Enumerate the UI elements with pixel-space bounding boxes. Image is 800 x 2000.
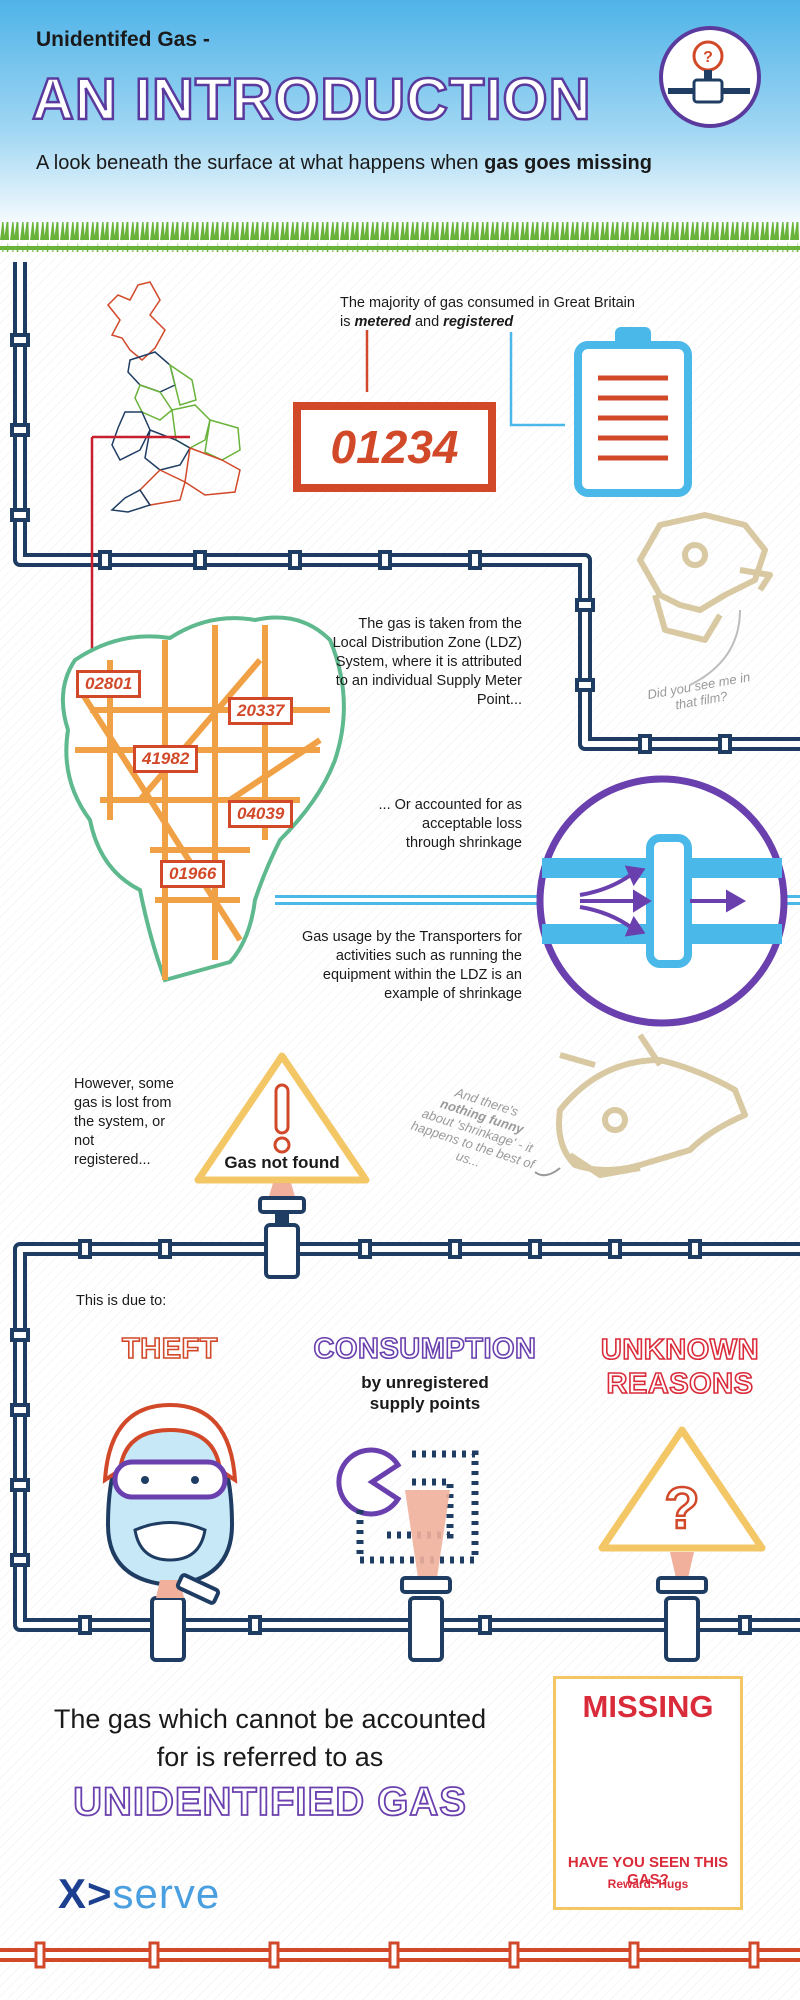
theft-title: THEFT — [121, 1332, 218, 1366]
pacman-icon — [336, 1447, 479, 1594]
svg-text:?: ? — [703, 49, 713, 66]
lost-gas-text: However, some gas is lost from the syste… — [74, 1076, 174, 1168]
gas-meter-question-icon: ? — [659, 26, 761, 128]
meter-reading-display: 01234 — [293, 402, 496, 492]
missing-question: HAVE YOU SEEN THIS GAS? — [567, 1854, 729, 1888]
header-background — [0, 0, 800, 235]
meter-tag: 41982 — [133, 745, 199, 773]
pipe-flow-icon — [536, 775, 788, 1027]
unknown-reasons-title: UNKNOWN REASONS — [600, 1333, 760, 1401]
meter-tag: 01966 — [160, 860, 226, 888]
warning-triangle-icon — [194, 1052, 370, 1214]
unidentified-gas-definition: The gas which cannot be accounted for is… — [53, 1704, 487, 1772]
page-title: AN INTRODUCTION — [31, 66, 592, 134]
bottom-pipe — [0, 1941, 800, 1969]
usage-text: Gas usage by the Transporters for activi… — [301, 929, 522, 1002]
t-rex-skull-icon — [637, 512, 773, 643]
missing-reward: Reward: Hugs — [607, 1877, 689, 1891]
page-tagline: A look beneath the surface at what happe… — [36, 152, 652, 174]
thief-face-icon — [102, 1402, 238, 1605]
meter-tag: 04039 — [228, 800, 294, 828]
great-britain-map-icon — [106, 281, 241, 513]
consumption-title: CONSUMPTION — [313, 1332, 537, 1366]
gas-not-found-label: Gas not found — [224, 1153, 340, 1172]
clipboard-icon — [574, 327, 692, 497]
shrinkage-text: ... Or accounted for as acceptable loss … — [378, 797, 522, 851]
missing-title: MISSING — [582, 1689, 714, 1724]
triceratops-skull-icon — [556, 1033, 748, 1178]
question-triangle-icon: ? — [598, 1426, 766, 1594]
page-subtitle: Unidentifed Gas - — [36, 28, 210, 51]
meter-tag: 02801 — [76, 670, 142, 698]
meter-tag: 20337 — [228, 697, 294, 725]
consumption-subtitle: by unregistered supply points — [361, 1373, 489, 1413]
svg-text:?: ? — [664, 1476, 699, 1541]
unidentified-gas-title: UNIDENTIFIED GAS — [72, 1779, 467, 1825]
due-to-label: This is due to: — [76, 1293, 167, 1309]
metered-text: The majority of gas consumed in Great Br… — [340, 295, 635, 330]
xoserve-logo: X>serve — [58, 1870, 221, 1917]
ldz-text: The gas is taken from the Local Distribu… — [332, 616, 522, 708]
missing-poster: MISSING HAVE YOU SEEN THIS GAS? Reward: … — [553, 1676, 743, 1910]
